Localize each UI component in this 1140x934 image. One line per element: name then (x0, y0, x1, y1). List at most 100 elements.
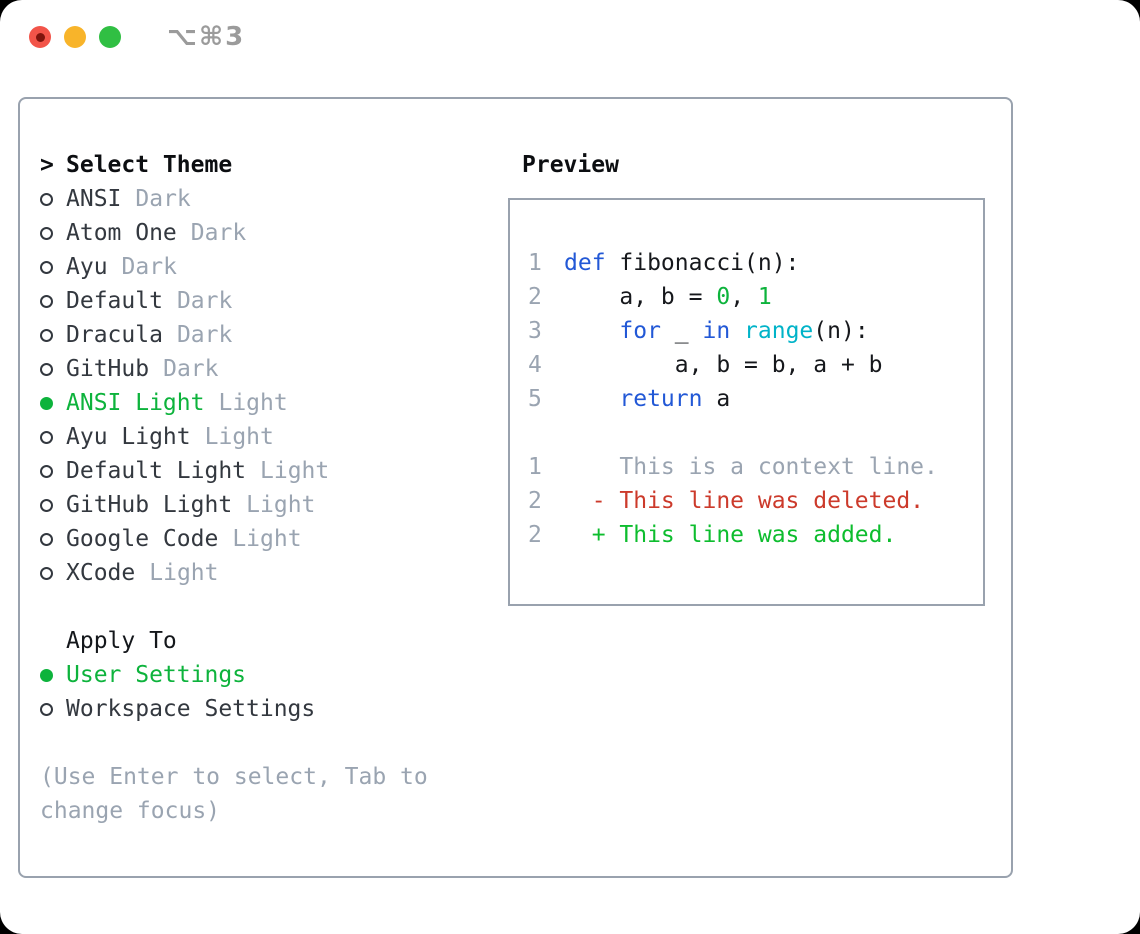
theme-variant-label: Light (204, 424, 274, 450)
code-text: - This line was deleted. (564, 488, 925, 514)
code-line: 2 + This line was added. (528, 518, 973, 552)
close-button[interactable] (29, 26, 51, 48)
code-line: 2 a, b = 0, 1 (528, 280, 973, 314)
radio-indent (40, 362, 66, 376)
radio-icon (40, 192, 53, 206)
spacer (40, 590, 428, 624)
line-number: 2 (528, 488, 542, 514)
theme-variant-label: Light (149, 560, 219, 586)
radio-icon (40, 226, 53, 240)
radio-indent (40, 294, 66, 308)
theme-variant-label: Dark (176, 322, 233, 348)
radio-icon (40, 464, 53, 478)
theme-option-google-code[interactable]: Google Code Light (40, 522, 428, 556)
window-shortcut-label: ⌥⌘3 (167, 22, 246, 52)
radio-icon (40, 362, 53, 376)
radio-indent (40, 532, 66, 546)
theme-name: GitHub Light (66, 492, 233, 518)
minimize-button[interactable] (64, 26, 86, 48)
code-text: a, b = b, a + b (564, 352, 883, 378)
theme-variant-label: Light (232, 526, 302, 552)
focus-caret-icon: > (40, 152, 54, 178)
code-text: for _ in range(n): (619, 318, 869, 344)
theme-variant-label: Light (260, 458, 330, 484)
theme-name: Default (66, 288, 163, 314)
radio-indent (40, 464, 66, 478)
theme-name: ANSI Light (66, 390, 205, 416)
code-line (528, 416, 973, 450)
radio-indent (40, 226, 66, 240)
line-number: 1 (528, 454, 542, 480)
theme-option-atom-one[interactable]: Atom One Dark (40, 216, 428, 250)
radio-indent (40, 668, 66, 682)
code-text: a, b = 0, 1 (564, 284, 772, 310)
theme-option-default[interactable]: Default Dark (40, 284, 428, 318)
radio-icon (40, 532, 53, 546)
radio-indent (40, 192, 66, 206)
theme-variant-label: Dark (176, 288, 233, 314)
line-number: 3 (528, 318, 542, 344)
code-text: def fibonacci(n): (564, 250, 800, 276)
theme-name: ANSI (66, 186, 122, 212)
radio-icon (40, 260, 53, 274)
line-number: 2 (528, 284, 542, 310)
theme-name: Ayu (66, 254, 108, 280)
code-line: 1 This is a context line. (528, 450, 973, 484)
theme-name: XCode (66, 560, 136, 586)
theme-name: Dracula (66, 322, 163, 348)
theme-option-github-light[interactable]: GitHub Light Light (40, 488, 428, 522)
radio-indent (40, 702, 66, 716)
theme-name: Google Code (66, 526, 219, 552)
radio-selected-icon (40, 396, 53, 410)
line-number: 2 (528, 522, 542, 548)
radio-icon (40, 566, 53, 580)
apply-to-title: Apply To (66, 628, 177, 654)
radio-icon (40, 702, 53, 716)
apply-option-user-settings[interactable]: User Settings (40, 658, 428, 692)
radio-indent (40, 260, 66, 274)
help-text-line-2: change focus) (40, 798, 221, 824)
preview-header: Preview (502, 148, 985, 182)
radio-icon (40, 328, 53, 342)
help-text-line-1: (Use Enter to select, Tab to (40, 764, 428, 790)
theme-variant-label: Dark (190, 220, 247, 246)
radio-indent (40, 498, 66, 512)
theme-option-default-light[interactable]: Default Light Light (40, 454, 428, 488)
spacer (40, 726, 428, 760)
code-text: + This line was added. (564, 522, 897, 548)
line-number: 5 (528, 386, 542, 412)
radio-selected-icon (40, 668, 53, 682)
apply-name: User Settings (66, 662, 247, 688)
close-dot-icon (35, 32, 45, 42)
select-theme-title: Select Theme (66, 152, 233, 178)
theme-variant-label: Dark (121, 254, 177, 280)
theme-variant-label: Light (246, 492, 316, 518)
theme-option-ayu[interactable]: Ayu Dark (40, 250, 428, 284)
code-line: 4 a, b = b, a + b (528, 348, 973, 382)
zoom-button[interactable] (99, 26, 121, 48)
theme-option-dracula[interactable]: Dracula Dark (40, 318, 428, 352)
apply-option-workspace-settings[interactable]: Workspace Settings (40, 692, 428, 726)
radio-icon (40, 430, 53, 444)
radio-indent (40, 328, 66, 342)
theme-option-xcode[interactable]: XCode Light (40, 556, 428, 590)
theme-name: Default Light (66, 458, 247, 484)
theme-name: GitHub (66, 356, 150, 382)
code-text: return a (619, 386, 731, 412)
apply-to-header: Apply To (40, 624, 428, 658)
radio-icon (40, 294, 53, 308)
theme-name: Atom One (66, 220, 177, 246)
radio-indent (40, 430, 66, 444)
